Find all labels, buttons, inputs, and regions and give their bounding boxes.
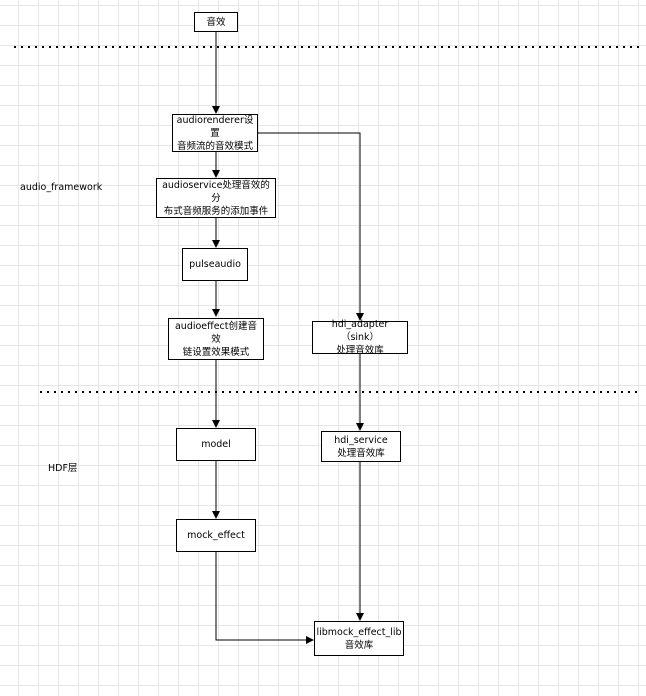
node-sound-effect[interactable]: 音效 <box>194 12 238 32</box>
edge-mock-effect-to-libmock <box>215 552 314 644</box>
node-audioeffect[interactable]: audioeffect创建音效 链设置效果模式 <box>168 318 264 360</box>
node-libmock-effect-lib[interactable]: libmock_effect_lib 音效库 <box>314 621 404 656</box>
node-mock-effect[interactable]: mock_effect <box>176 519 256 552</box>
node-audioservice[interactable]: audioservice处理音效的分 布式音频服务的添加事件 <box>156 178 276 218</box>
node-hdi-service[interactable]: hdi_service 处理音效库 <box>321 431 401 462</box>
node-audiorenderer[interactable]: audiorenderer设置 音频流的音效模式 <box>172 114 258 152</box>
node-pulseaudio[interactable]: pulseaudio <box>182 248 248 281</box>
layer-label-audio-framework: audio_framework <box>20 182 103 193</box>
node-model[interactable]: model <box>176 428 256 461</box>
node-hdi-adapter[interactable]: hdi_adapter（sink） 处理音效库 <box>312 319 408 356</box>
layer-label-hdf: HDF层 <box>48 463 78 474</box>
edge-audiorenderer-to-hdi-adapter <box>257 132 364 321</box>
